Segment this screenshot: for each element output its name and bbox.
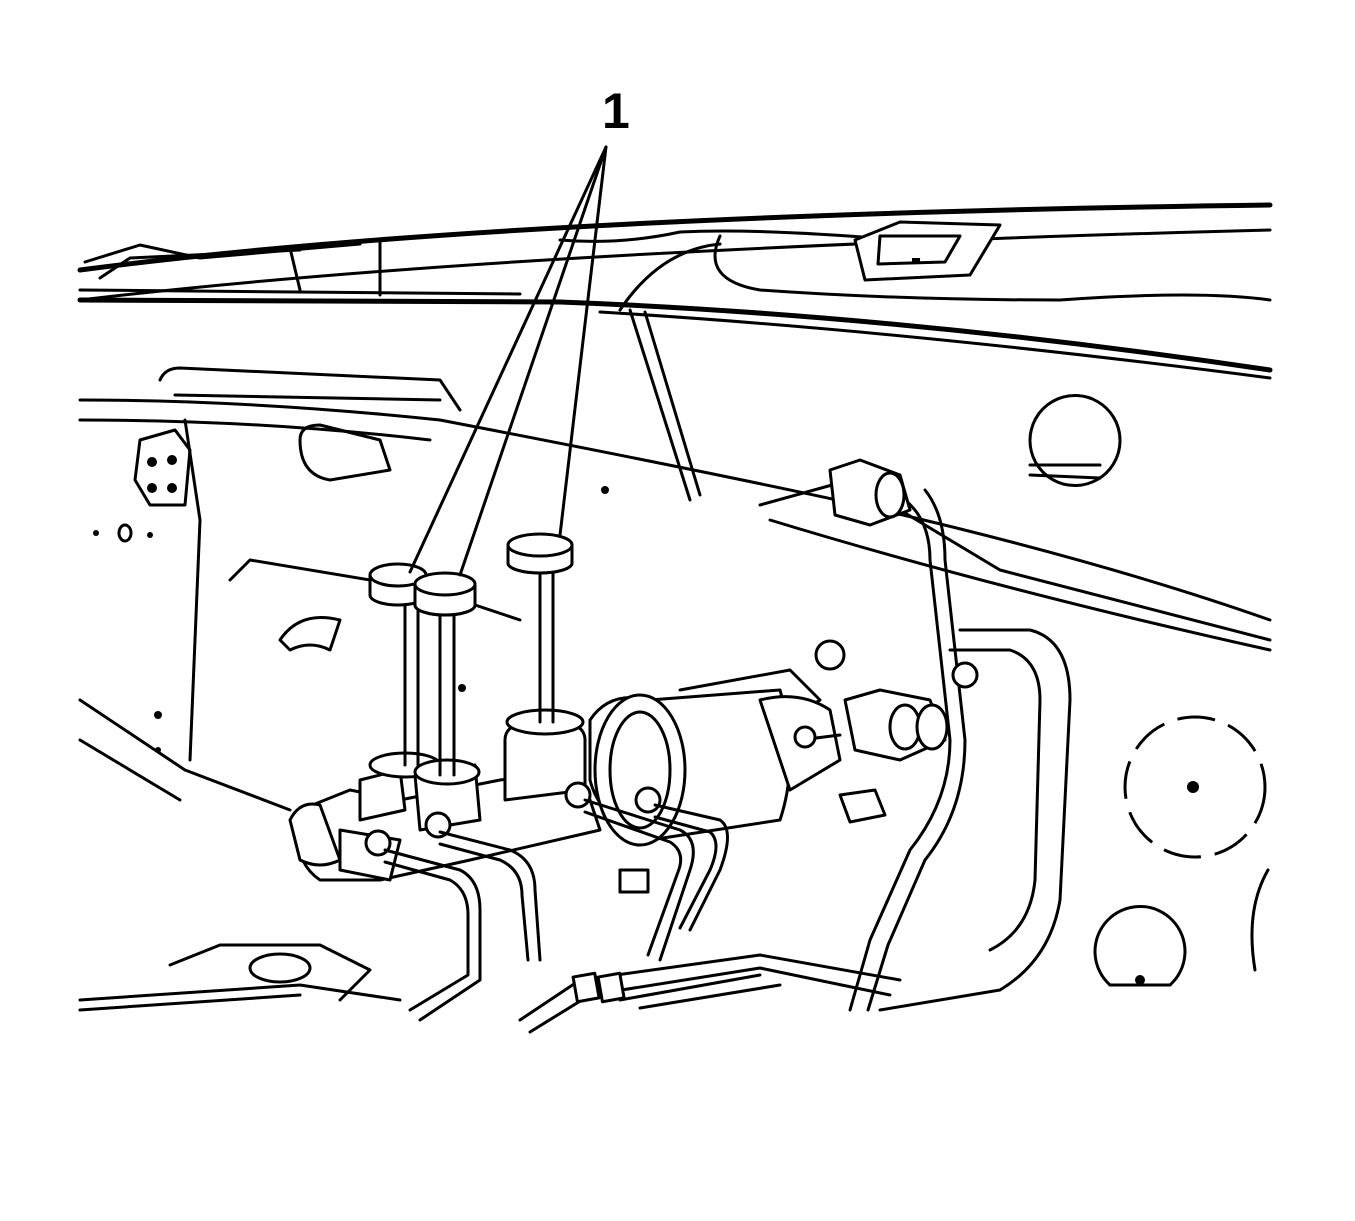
cowl-panel: [77, 202, 1273, 380]
vacuum-hose: [814, 458, 979, 1012]
strut-tower: [878, 628, 1270, 1012]
reservoir-plug-right: [506, 532, 574, 724]
firewall-panel: [78, 308, 1272, 812]
callout-leader-lines: [408, 145, 608, 577]
brake-booster: [588, 668, 842, 847]
callout-label-1: 1: [602, 83, 630, 139]
reservoir-plug-left: [368, 562, 428, 767]
brake-lines: [78, 798, 902, 1034]
reservoir-plug-middle: [413, 571, 477, 777]
